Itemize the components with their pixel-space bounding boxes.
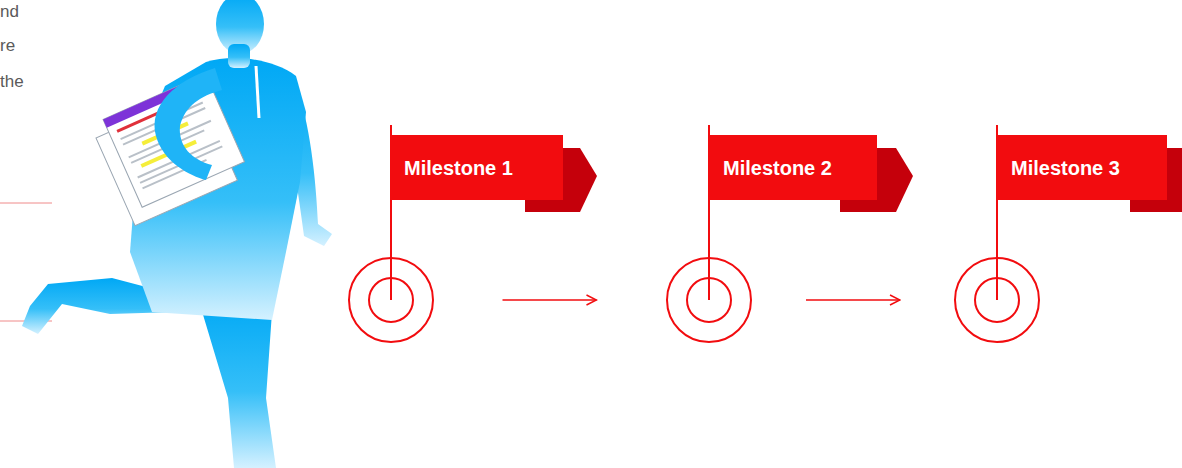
paragraph-text: the xyxy=(0,72,24,91)
milestone-flag: Milestone 1 xyxy=(390,135,563,200)
paragraph-fragment: the xyxy=(0,72,24,92)
progress-arrow xyxy=(806,299,900,301)
milestone-label: Milestone 2 xyxy=(723,156,832,180)
paragraph-text: nd xyxy=(0,2,19,21)
paragraph-fragment: re xyxy=(0,36,15,56)
rule-line xyxy=(0,203,52,204)
tie xyxy=(256,66,259,118)
milestone-flag: Milestone 2 xyxy=(709,135,877,200)
progress-arrow xyxy=(503,299,597,301)
running-man xyxy=(22,0,332,468)
paragraph-text: re xyxy=(0,36,15,55)
flag-pole-target xyxy=(349,125,1039,342)
milestone-label: Milestone 1 xyxy=(404,156,513,180)
running-man-arm xyxy=(155,68,222,180)
paragraph-fragment: nd xyxy=(0,2,19,22)
milestone-flag: Milestone 3 xyxy=(997,135,1167,200)
milestone-label: Milestone 3 xyxy=(1011,156,1120,180)
